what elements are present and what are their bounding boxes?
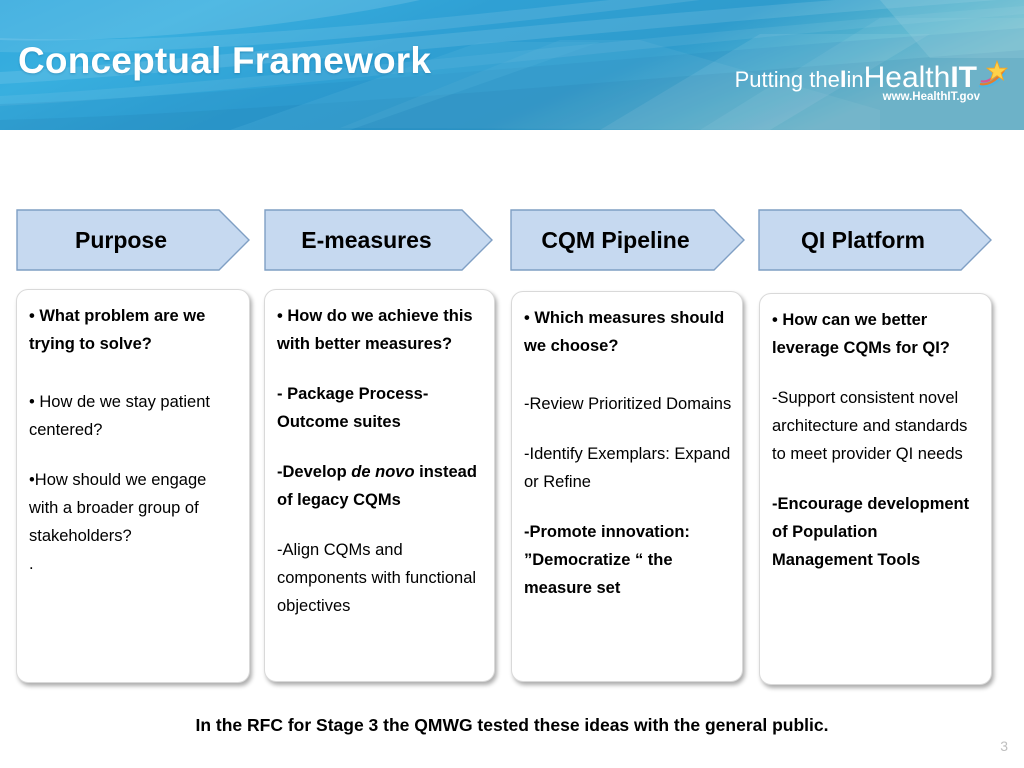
bullet-text: -Encourage development of Population Man… [772, 495, 970, 570]
page-title: Conceptual Framework [18, 40, 432, 81]
arrow-header-e-measures[interactable]: E-measures [264, 209, 493, 271]
arrow-label-e-measures: E-measures [301, 226, 432, 253]
bullet-text: -Promote innovation: ”Democratize “ the … [524, 523, 690, 598]
logo-word-it: IT [950, 61, 977, 94]
content-box-purpose[interactable]: • What problem are we trying to solve? •… [16, 289, 250, 683]
star-icon [978, 59, 1009, 96]
bullet-text: -Align CQMs and components with function… [277, 541, 477, 616]
bullet-text: - Package Process-Outcome suites [277, 385, 429, 432]
bullet-text: • How do we achieve this with better mea… [277, 307, 473, 354]
arrow-label-qi-platform: QI Platform [801, 226, 925, 253]
spacer [772, 362, 981, 384]
logo-middle: in [846, 67, 864, 92]
arrow-label-cqm-pipeline: CQM Pipeline [541, 226, 690, 253]
content-box-cqm-pipeline[interactable]: • Which measures should we choose? -Revi… [511, 291, 743, 682]
slide-caption: In the RFC for Stage 3 the QMWG tested t… [195, 715, 829, 735]
spacer [524, 360, 732, 390]
arrow-header-cqm-pipeline[interactable]: CQM Pipeline [510, 209, 745, 271]
bullet-text-italic-mixed: -Develop de novo instead of legacy CQMs [277, 458, 484, 514]
spacer [29, 358, 239, 388]
bullet-text: -Review Prioritized Domains [524, 395, 732, 414]
spacer [29, 444, 239, 466]
bullet-text: • How de we stay patient centered? [29, 393, 210, 440]
bullet-text: -Support consistent novel architecture a… [772, 389, 968, 464]
logo-url: www.HealthIT.gov [882, 91, 980, 103]
logo-word-health: Health [863, 61, 951, 94]
logo-prefix: Putting the [734, 67, 840, 92]
spacer [772, 468, 981, 490]
slide-header-banner: Conceptual Framework Putting theIinHealt… [0, 0, 1024, 130]
bullet-text-italic: de novo [351, 463, 415, 482]
spacer [524, 418, 732, 440]
bullet-text: • What problem are we trying to solve? [29, 307, 206, 354]
logo-letter-i: I [839, 66, 847, 93]
page-number: 3 [1000, 738, 1008, 754]
arrow-header-qi-platform[interactable]: QI Platform [758, 209, 992, 271]
bullet-text: •How should we engage with a broader gro… [29, 471, 207, 546]
bullet-text-post: instead of legacy CQMs [277, 463, 477, 510]
content-box-e-measures[interactable]: • How do we achieve this with better mea… [264, 289, 495, 682]
bullet-text: • How can we better leverage CQMs for QI… [772, 311, 950, 358]
bullet-text: -Identify Exemplars: Expand or Refine [524, 445, 731, 492]
spacer [524, 496, 732, 518]
bullet-text: . [29, 555, 34, 574]
content-box-qi-platform[interactable]: • How can we better leverage CQMs for QI… [759, 293, 992, 685]
arrow-header-purpose[interactable]: Purpose [16, 209, 250, 271]
logo-tagline: Putting theIinHealthIT [698, 57, 1009, 96]
spacer [277, 514, 484, 536]
spacer [277, 358, 484, 380]
spacer [277, 436, 484, 458]
bullet-text-pre: -Develop [277, 463, 352, 482]
arrow-label-purpose: Purpose [74, 226, 168, 253]
bullet-text: • Which measures should we choose? [524, 309, 725, 356]
healthit-logo: Putting theIinHealthIT www.HealthIT.gov [698, 57, 1009, 115]
header-decorative-swoosh [0, 0, 1024, 130]
